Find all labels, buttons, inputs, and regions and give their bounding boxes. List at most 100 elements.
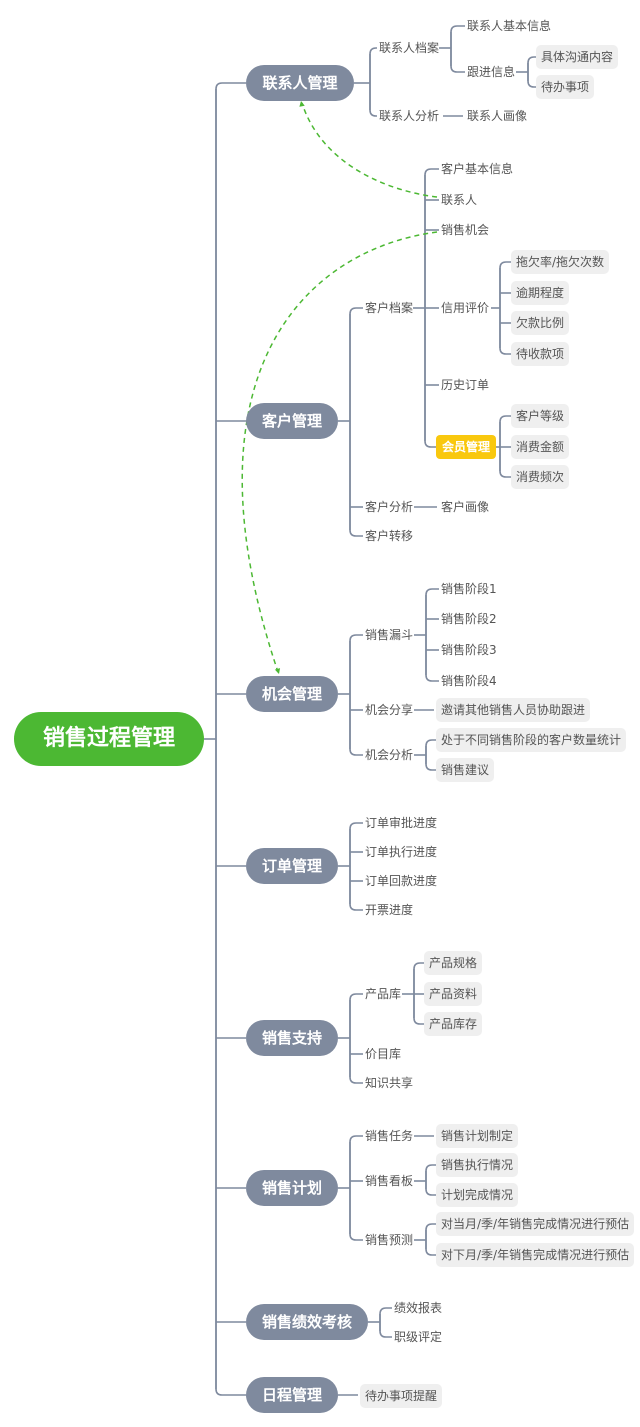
arrowhead-up [299,101,305,107]
order-bracket-edge [349,822,363,866]
node-performance-report[interactable]: 绩效报表 [394,1301,443,1315]
node-sales-stage-4[interactable]: 销售阶段4 [441,674,497,688]
support-bracket-edge [349,993,363,1038]
node-customer-transfer[interactable]: 客户转移 [365,529,414,543]
node-plan-completion[interactable]: 计划完成情况 [436,1183,519,1207]
node-contact-profile[interactable]: 联系人档案 [379,41,440,55]
node-followup-info[interactable]: 跟进信息 [467,65,516,79]
node-contact-basic-info[interactable]: 联系人基本信息 [467,19,552,33]
arrowhead-down [274,668,281,674]
contact-bracket-edge [369,83,377,117]
node-customer-analysis[interactable]: 客户分析 [365,500,414,514]
plan-bracket-edge [349,1188,363,1241]
node-communication-detail[interactable]: 具体沟通内容 [536,45,619,69]
branch-opportunity-management[interactable]: 机会管理 [246,676,338,712]
customer-profile-bracket-edge [424,308,439,448]
node-rank-evaluation[interactable]: 职级评定 [394,1330,443,1344]
funnel-bracket-edge [425,635,439,682]
customer-profile-bracket-edge [424,168,439,308]
node-sales-forecast[interactable]: 销售预测 [365,1233,414,1247]
node-debt-ratio[interactable]: 欠款比例 [511,311,570,335]
node-customer-profile[interactable]: 客户档案 [365,301,414,315]
node-knowledge-sharing[interactable]: 知识共享 [365,1076,414,1090]
performance-bracket-edge [379,1307,392,1322]
node-contacts[interactable]: 联系人 [441,193,478,207]
branch-schedule-management[interactable]: 日程管理 [246,1377,338,1413]
performance-bracket-edge [379,1322,392,1338]
node-order-history[interactable]: 历史订单 [441,378,490,392]
node-price-list[interactable]: 价目库 [365,1047,402,1061]
credit-bracket-edge [499,308,511,355]
node-forecast-next[interactable]: 对下月/季/年销售完成情况进行预估 [436,1243,635,1267]
node-customer-portrait[interactable]: 客户画像 [441,500,490,514]
branch-customer-management[interactable]: 客户管理 [246,403,338,439]
node-opportunity-analysis[interactable]: 机会分析 [365,748,414,762]
node-sales-advice[interactable]: 销售建议 [436,758,495,782]
node-order-approval-progress[interactable]: 订单审批进度 [365,816,438,830]
opportunity-bracket-edge [349,634,363,694]
node-sales-stage-2[interactable]: 销售阶段2 [441,612,497,626]
node-sales-execution[interactable]: 销售执行情况 [436,1153,519,1177]
contact-bracket-edge [369,47,377,83]
node-sales-stage-1[interactable]: 销售阶段1 [441,582,497,596]
node-sales-task[interactable]: 销售任务 [365,1129,414,1143]
node-stage-customer-stats[interactable]: 处于不同销售阶段的客户数量统计 [436,728,627,752]
node-invoice-progress[interactable]: 开票进度 [365,903,414,917]
node-invite-colleagues[interactable]: 邀请其他销售人员协助跟进 [436,698,591,722]
root-node[interactable]: 销售过程管理 [14,712,204,766]
node-sales-opportunity[interactable]: 销售机会 [441,223,490,237]
node-consumption-amount[interactable]: 消费金额 [511,435,570,459]
node-todo-items[interactable]: 待办事项 [536,75,595,99]
node-receivables[interactable]: 待收款项 [511,342,570,366]
node-order-payment-progress[interactable]: 订单回款进度 [365,874,438,888]
node-product-library[interactable]: 产品库 [365,987,402,1001]
branch-sales-support[interactable]: 销售支持 [246,1020,338,1056]
relation-contacts-to-contact-management [301,102,438,198]
plan-bracket-edge [349,1135,363,1188]
forecast-bracket-edge [425,1223,436,1240]
node-forecast-current[interactable]: 对当月/季/年销售完成情况进行预估 [436,1212,635,1236]
node-todo-reminder[interactable]: 待办事项提醒 [360,1384,443,1408]
node-overdue-degree[interactable]: 逾期程度 [511,281,570,305]
branch-order-management[interactable]: 订单管理 [246,848,338,884]
branch-performance-review[interactable]: 销售绩效考核 [246,1304,368,1340]
node-product-specs[interactable]: 产品规格 [424,951,483,975]
order-bracket-edge [349,866,363,911]
product-bracket-edge [413,994,424,1025]
opportunity-bracket-edge [349,694,363,756]
analysis-bracket-edge [425,755,436,771]
root-bracket-edge [215,82,246,739]
node-credit-rating[interactable]: 信用评价 [441,301,490,315]
node-product-materials[interactable]: 产品资料 [424,982,483,1006]
member-bracket-edge [499,415,511,447]
node-customer-level[interactable]: 客户等级 [511,404,570,428]
followup-bracket-edge [527,56,536,72]
contact-profile-bracket-edge [450,48,465,73]
node-default-rate[interactable]: 拖欠率/拖欠次数 [511,250,610,274]
node-membership-management[interactable]: 会员管理 [436,435,497,459]
analysis-bracket-edge [425,739,436,755]
node-sales-funnel[interactable]: 销售漏斗 [365,628,414,642]
node-product-inventory[interactable]: 产品库存 [424,1012,483,1036]
node-consumption-frequency[interactable]: 消费频次 [511,465,570,489]
node-order-execution-progress[interactable]: 订单执行进度 [365,845,438,859]
branch-contact-management[interactable]: 联系人管理 [246,65,354,101]
node-opportunity-share[interactable]: 机会分享 [365,703,414,717]
node-contact-portrait[interactable]: 联系人画像 [467,109,528,123]
forecast-bracket-edge [425,1240,436,1256]
credit-bracket-edge [499,261,511,308]
relation-opportunity-to-opportunity-management [241,231,438,673]
node-customer-basic-info[interactable]: 客户基本信息 [441,162,514,176]
followup-bracket-edge [527,72,536,88]
root-bracket-edge [215,739,246,1396]
node-contact-analysis[interactable]: 联系人分析 [379,109,440,123]
board-bracket-edge [425,1164,436,1181]
customer-bracket-edge [349,307,363,421]
board-bracket-edge [425,1181,436,1196]
node-sales-plan-making[interactable]: 销售计划制定 [436,1124,519,1148]
contact-profile-bracket-edge [450,25,465,48]
node-sales-board[interactable]: 销售看板 [365,1174,414,1188]
node-sales-stage-3[interactable]: 销售阶段3 [441,643,497,657]
branch-sales-plan[interactable]: 销售计划 [246,1170,338,1206]
